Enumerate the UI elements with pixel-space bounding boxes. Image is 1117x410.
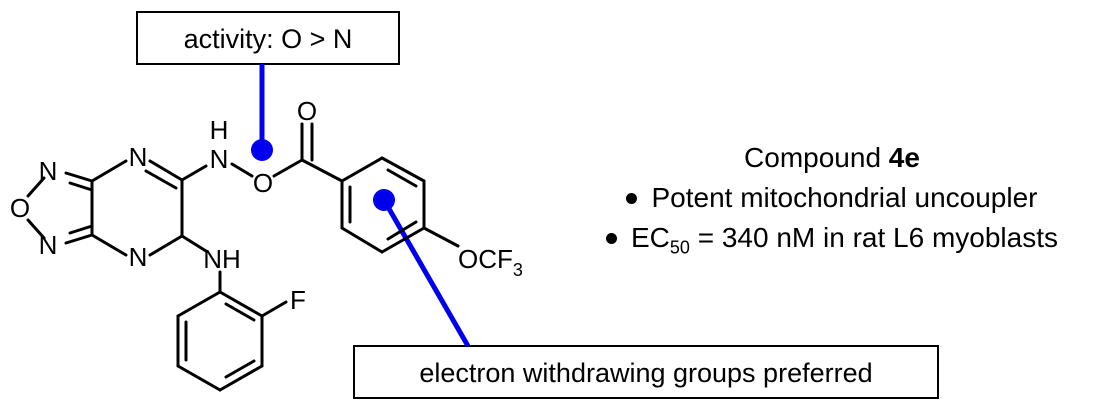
ec-value: = 340 nM in rat L6 myoblasts [689,222,1058,253]
atom-pyrazine-n-top: N [129,142,148,172]
atom-ocf3-sub: 3 [513,260,523,280]
atom-amide-n: N [210,144,229,174]
compound-title-prefix: Compound [744,142,889,173]
compound-title: Compound 4e [552,138,1112,178]
bullet-ec50: EC50 = 340 nM in rat L6 myoblasts [552,218,1112,258]
bond-lines [26,122,460,392]
atom-pyrazine-n-bottom: N [129,242,148,272]
bullet-dot-icon [605,232,617,244]
activity-pointer-dot [251,139,273,161]
compound-info: Compound 4e Potent mitochondrial uncoupl… [552,138,1112,258]
ewg-callout-label: electron withdrawing groups preferred [419,358,872,388]
atom-ocf3: OCF3 [458,244,523,280]
ec-label: EC [630,222,670,253]
atom-oxadiazole-n-bottom: N [39,230,58,260]
bullet-dot-icon [626,192,638,204]
bullet-potency-text: Potent mitochondrial uncoupler [651,182,1038,213]
atom-link-o: O [253,168,273,198]
bullet-ec50-text: EC50 = 340 nM in rat L6 myoblasts [631,218,1058,258]
atom-amide-h: H [210,115,229,145]
compound-id: 4e [888,142,920,173]
activity-callout-label: activity: O > N [184,24,353,54]
atom-oxadiazole-n-top: N [39,156,58,186]
ewg-pointer-dot [373,189,395,211]
atom-anilino-nh: NH [203,244,241,274]
activity-callout-box [136,11,400,65]
atom-fluorine: F [290,285,306,315]
atom-carbonyl-o: O [297,96,317,126]
ec-subscript: 50 [669,237,690,258]
bullet-potency: Potent mitochondrial uncoupler [552,178,1112,218]
ewg-callout-box [353,345,939,399]
atom-ocf3-main: OCF [458,244,513,274]
atom-oxadiazole-o: O [10,193,30,223]
ewg-pointer-line [381,198,471,348]
